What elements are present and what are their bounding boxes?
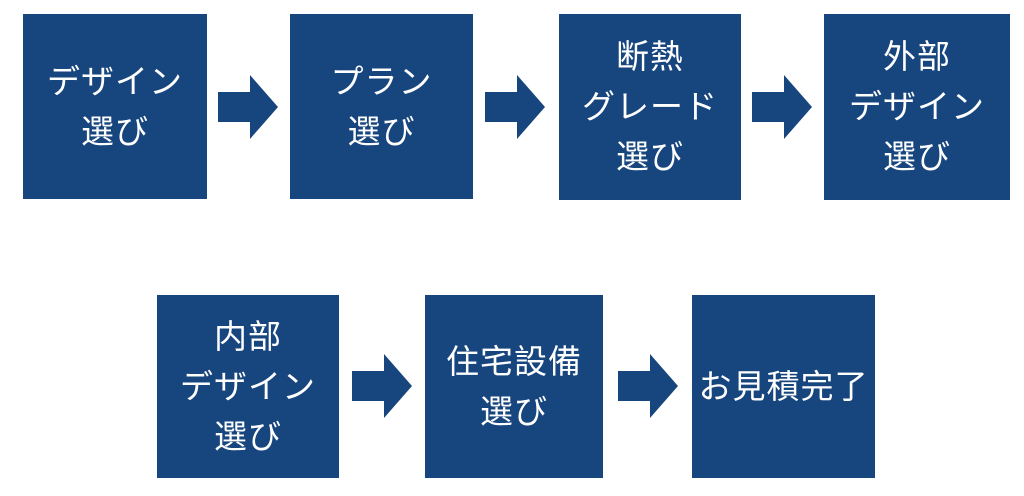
arrow-right-icon bbox=[618, 354, 678, 418]
arrow-right-icon bbox=[752, 75, 812, 139]
step-label: プラン 選び bbox=[330, 62, 433, 150]
step-interior-design-select: 内部 デザイン 選び bbox=[157, 295, 339, 478]
step-label: お見積完了 bbox=[698, 367, 869, 405]
arrow-right-icon bbox=[352, 354, 412, 418]
step-plan-select: プラン 選び bbox=[290, 14, 473, 199]
step-label: 外部 デザイン 選び bbox=[849, 38, 985, 175]
step-estimate-complete: お見積完了 bbox=[692, 295, 875, 478]
arrow-right-icon bbox=[485, 75, 545, 139]
step-equipment-select: 住宅設備 選び bbox=[425, 295, 603, 478]
step-exterior-design-select: 外部 デザイン 選び bbox=[824, 14, 1010, 200]
step-label: 住宅設備 選び bbox=[446, 342, 582, 430]
step-design-select: デザイン 選び bbox=[23, 14, 207, 199]
step-label: デザイン 選び bbox=[47, 62, 183, 150]
arrow-right-icon bbox=[218, 75, 278, 139]
step-label: 内部 デザイン 選び bbox=[180, 317, 316, 455]
step-insulation-grade-select: 断熱 グレード 選び bbox=[559, 14, 741, 200]
step-label: 断熱 グレード 選び bbox=[582, 38, 718, 175]
